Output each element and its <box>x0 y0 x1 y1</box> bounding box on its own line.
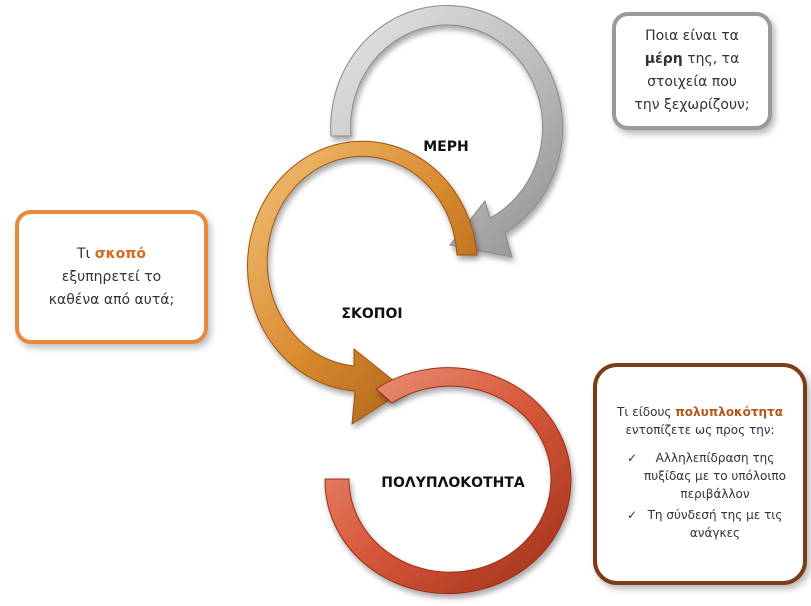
callout-meri-highlight: μέρη <box>644 51 683 67</box>
callout-meri-line1: Ποια είναι τα <box>645 28 739 44</box>
callout-poly: Τι είδους πολυπλοκότητα εντοπίζετε ως πρ… <box>593 363 807 585</box>
callout-poly-prefix: Τι είδους <box>617 405 676 419</box>
checklist-item: ✓ Αλληλεπίδραση της πυξίδας με το υπόλοι… <box>609 449 791 503</box>
checkmark-icon: ✓ <box>627 508 638 522</box>
callout-poly-highlight: πολυπλοκότητα <box>675 405 783 419</box>
stage-skopos-arrow <box>247 140 478 425</box>
stage-meri-arrow <box>330 5 564 258</box>
callout-poly-line2: εντοπίζετε ως προς την: <box>625 423 775 437</box>
stage-label-poly: ΠΟΛΥΠΛΟΚΟΤΗΤΑ <box>381 475 525 491</box>
callout-skopos-highlight: σκοπό <box>94 245 146 262</box>
callout-meri-line3: στοιχεία που <box>647 74 737 90</box>
callout-skopos: Τι σκοπό εξυπηρετεί το καθένα από αυτά; <box>15 210 208 344</box>
callout-poly-line1: Τι είδους πολυπλοκότητα <box>617 403 783 421</box>
stage-label-skopos: ΣΚΟΠΟΙ <box>341 306 402 322</box>
callout-skopos-line2: εξυπηρετεί το <box>61 268 162 285</box>
checklist-item-text: Τη σύνδεσή της με τις ανάγκες <box>647 508 783 540</box>
callout-skopos-prefix: Τι <box>77 245 95 262</box>
callout-poly-checklist: ✓ Αλληλεπίδραση της πυξίδας με το υπόλοι… <box>609 449 791 545</box>
checklist-item-text: Αλληλεπίδραση της πυξίδας με το υπόλοιπο… <box>644 451 786 501</box>
checklist-item: ✓ Τη σύνδεσή της με τις ανάγκες <box>609 506 791 542</box>
stage-label-meri: ΜΕΡΗ <box>423 139 468 155</box>
checkmark-icon: ✓ <box>627 451 638 465</box>
callout-skopos-line1: Τι σκοπό <box>77 243 146 266</box>
callout-meri-line4: την ξεχωρίζουν; <box>634 97 750 113</box>
callout-meri-line2-rest: της, τα <box>682 51 740 67</box>
stage-poly-arrow <box>324 367 572 595</box>
callout-meri-line2: μέρη της, τα <box>645 48 740 71</box>
callout-meri: Ποια είναι τα μέρη της, τα στοιχεία που … <box>612 12 772 130</box>
callout-skopos-line3: καθένα από αυτά; <box>48 291 175 308</box>
